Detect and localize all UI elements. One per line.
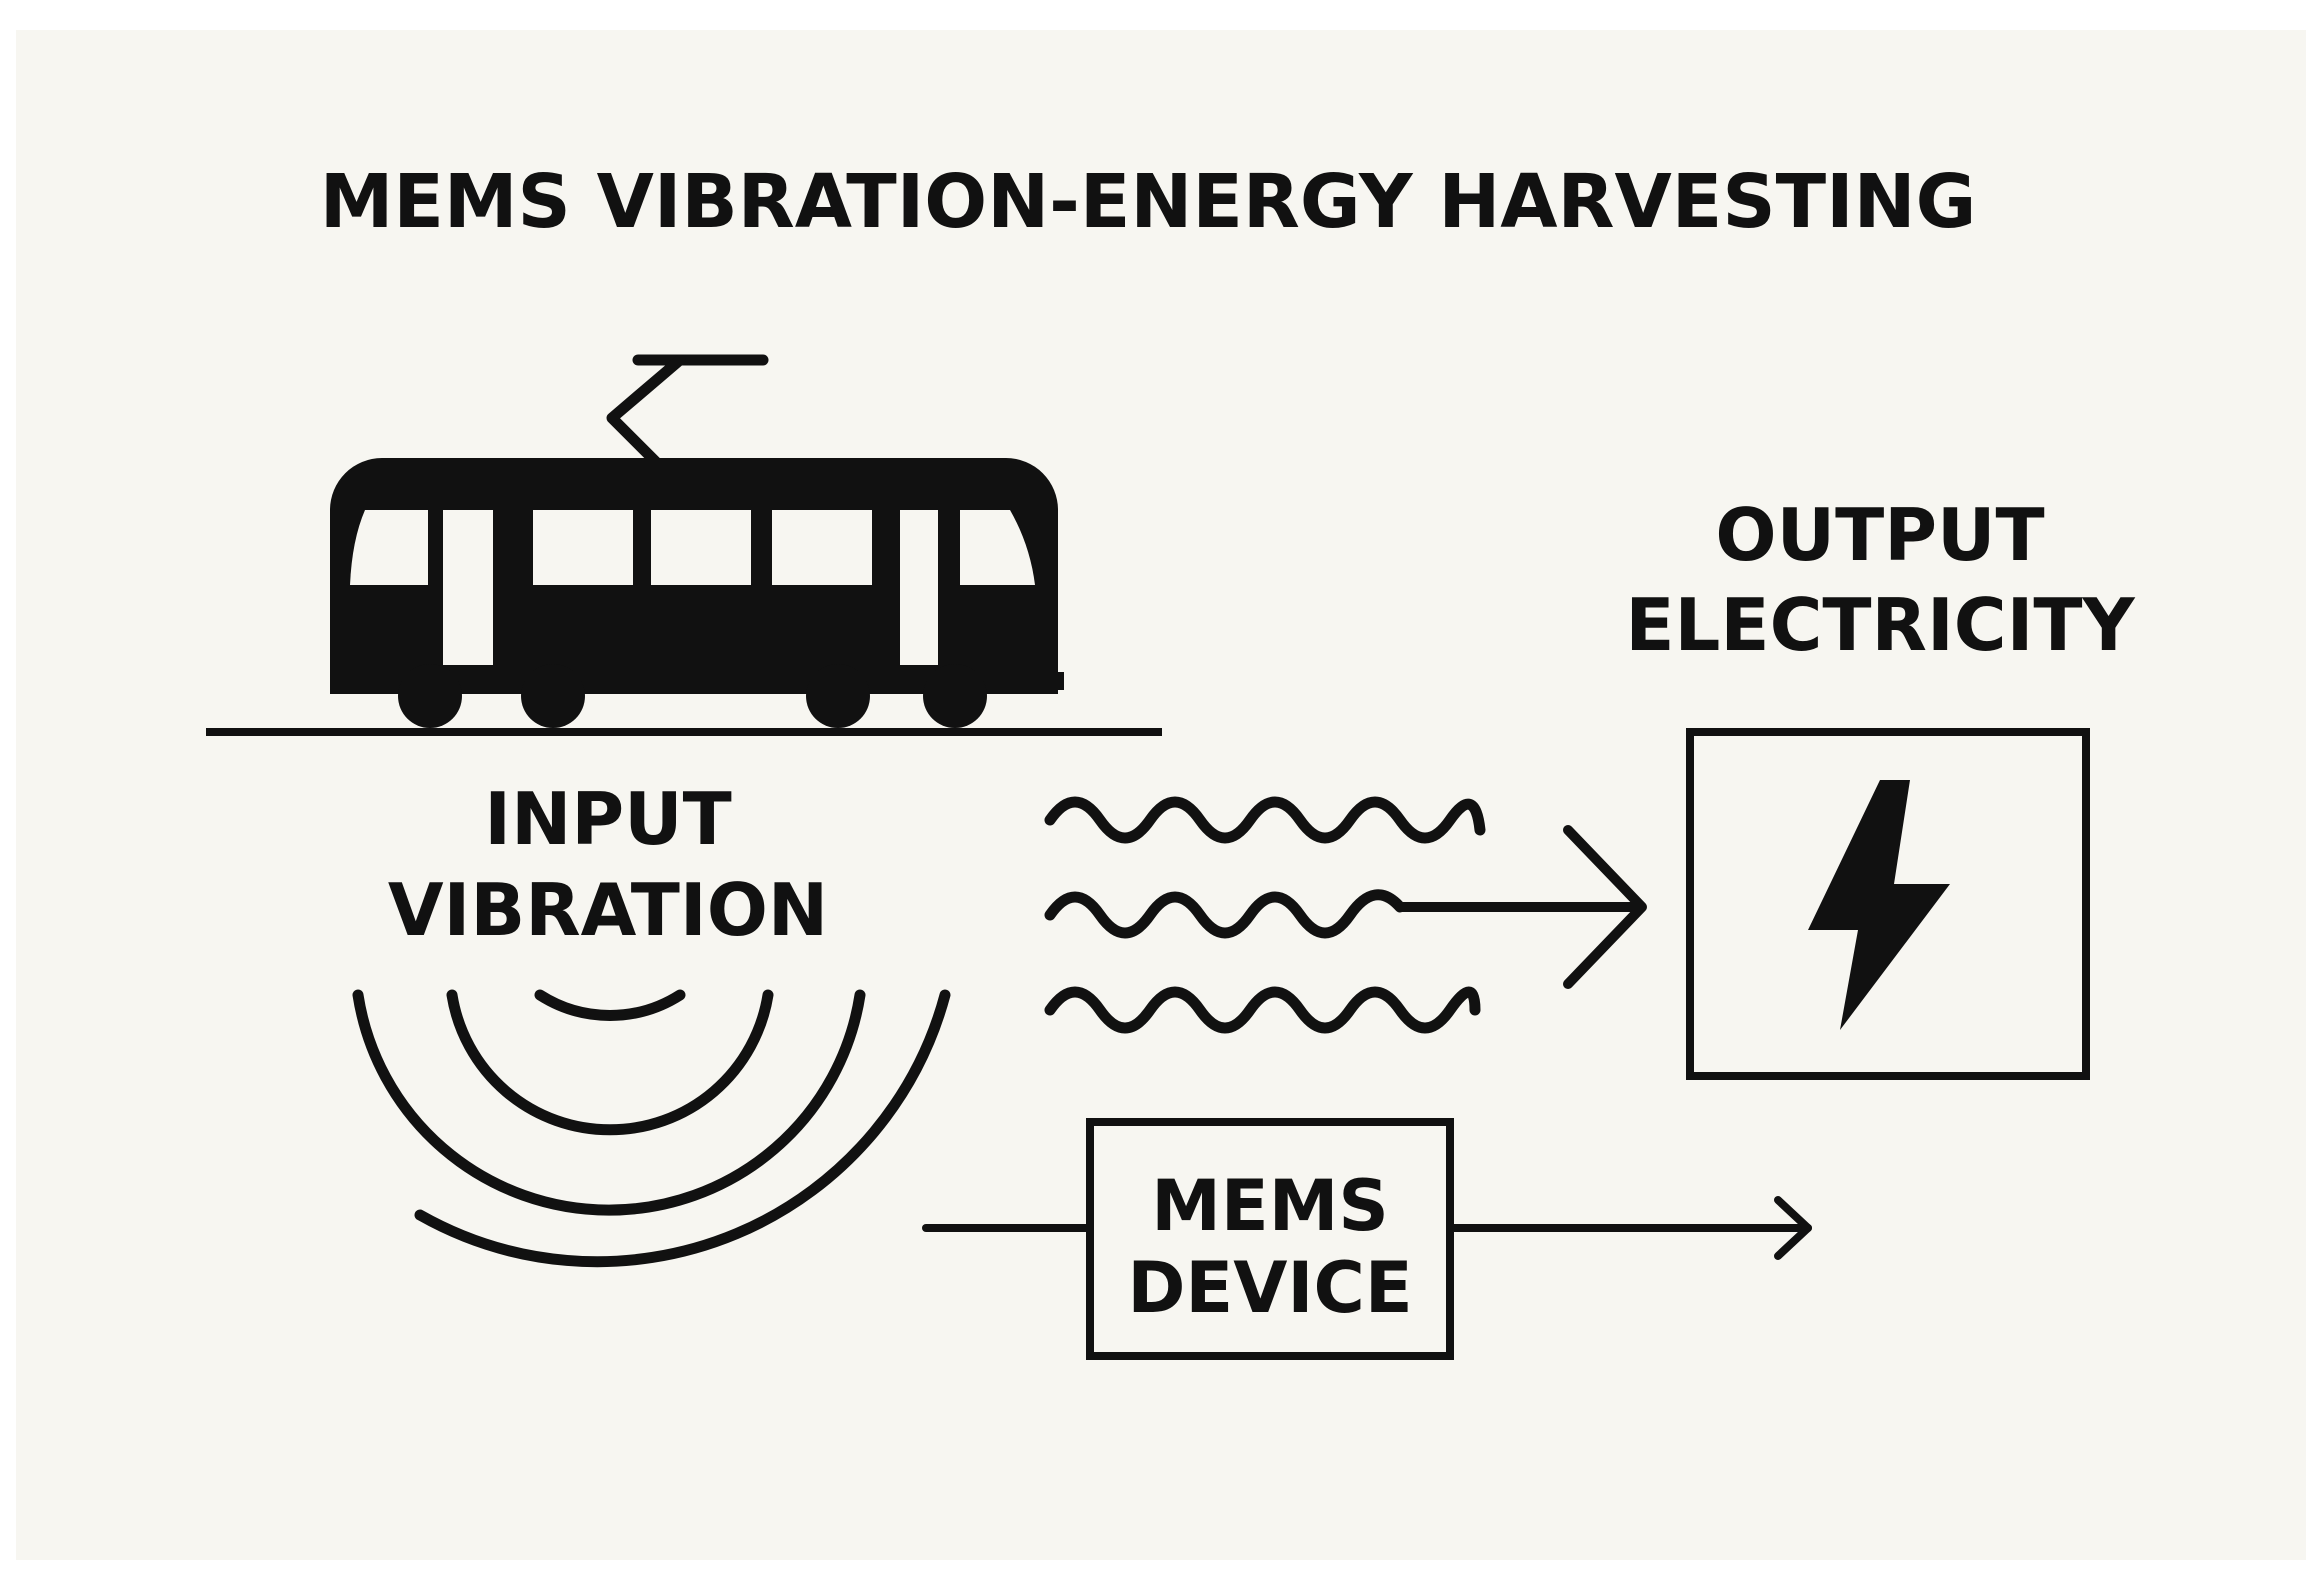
input-vibration-label-line1: INPUT	[484, 777, 731, 861]
diagram-title: MEMS VIBRATION-ENERGY HARVESTING	[320, 159, 1977, 245]
output-electricity-label-line1: OUTPUT	[1715, 493, 2044, 577]
tram-icon	[330, 354, 1064, 728]
vibration-waves-icon	[352, 989, 951, 1268]
output-arrow	[1395, 825, 1647, 989]
diagram-canvas	[16, 30, 2306, 1560]
device-flow-arrow	[922, 1196, 1812, 1260]
output-electricity-label-line2: ELECTRICITY	[1625, 583, 2135, 667]
energy-wave-lines	[1044, 796, 1486, 1034]
lightning-bolt-icon	[1808, 780, 1950, 1030]
input-vibration-label-line2: VIBRATION	[388, 868, 828, 952]
mems-device-box	[1086, 1118, 1454, 1360]
mems-device-label-line1: MEMS	[1151, 1165, 1389, 1247]
output-box	[1686, 728, 2090, 1080]
mems-device-label-line2: DEVICE	[1127, 1247, 1412, 1329]
